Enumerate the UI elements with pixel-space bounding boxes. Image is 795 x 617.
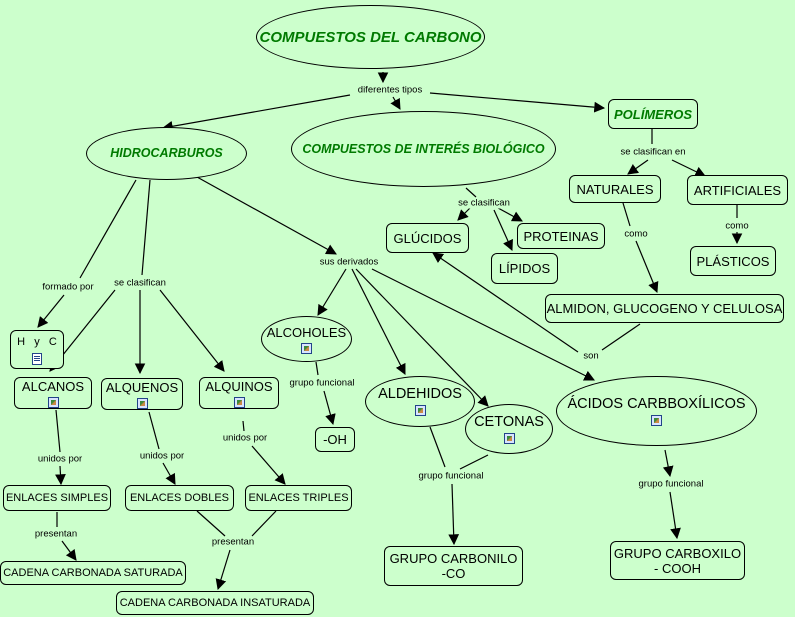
concept-label: ALCOHOLES xyxy=(266,324,347,340)
concept-alquenos[interactable]: ALQUENOS xyxy=(101,378,183,410)
image-resource-icon[interactable] xyxy=(136,397,148,409)
concept-label: CADENA CARBONADA INSATURADA xyxy=(119,596,311,609)
concept-label: H y C xyxy=(17,335,57,348)
image-resource-icon[interactable] xyxy=(414,405,426,416)
concept-enlaces-simples[interactable]: ENLACES SIMPLES xyxy=(3,485,111,511)
link-label-unidos-por: unidos por xyxy=(35,453,85,465)
concept-label: ALDEHIDOS xyxy=(378,386,462,402)
concept-label: -OH xyxy=(323,432,347,447)
link-label-como: como xyxy=(723,220,751,232)
image-resource-icon[interactable] xyxy=(651,414,662,426)
link-label-se-clasifican-en: se clasifican en xyxy=(618,146,688,158)
concept-label: COMPUESTOS DEL CARBONO xyxy=(259,28,482,46)
concept-enlaces-triples[interactable]: ENLACES TRIPLES xyxy=(245,485,352,511)
image-resource-icon[interactable] xyxy=(47,396,59,408)
concept-hidrocarburos[interactable]: HIDROCARBUROS xyxy=(86,127,247,180)
link-label-presentan: presentan xyxy=(32,528,80,540)
concept-label: ALQUINOS xyxy=(205,378,273,394)
link-label-unidos-por: unidos por xyxy=(137,450,187,462)
concept-label: ALMIDON, GLUCOGENO Y CELULOSA xyxy=(546,301,783,316)
concept-grupo-carboxilo[interactable]: GRUPO CARBOXILO - COOH xyxy=(610,541,745,580)
concept-label: ALQUENOS xyxy=(105,379,179,395)
image-resource-icon[interactable] xyxy=(301,342,312,354)
concept-grupo-carbonilo[interactable]: GRUPO CARBONILO -CO xyxy=(384,546,523,586)
link-label-se-clasifican: se clasifican xyxy=(456,197,512,209)
link-label-grupo-funcional: grupo funcional xyxy=(287,377,357,389)
document-resource-icon[interactable] xyxy=(32,352,42,365)
concept-label: ARTIFICIALES xyxy=(693,182,782,198)
link-label-unidos-por: unidos por xyxy=(220,432,270,444)
link-label-sus-derivados: sus derivados xyxy=(317,256,381,268)
concept-polimeros[interactable]: POLÍMEROS xyxy=(608,99,698,129)
concept-cetonas[interactable]: CETONAS xyxy=(465,404,553,454)
concept-label: CADENA CARBONADA SATURADA xyxy=(3,566,183,579)
concept-alcoholes[interactable]: ALCOHOLES xyxy=(261,316,352,362)
concept-label: ENLACES DOBLES xyxy=(129,491,230,504)
concept-label-formula: -CO xyxy=(441,566,466,581)
concept-compuestos-del-carbono[interactable]: COMPUESTOS DEL CARBONO xyxy=(256,5,485,69)
concept-alcanos[interactable]: ALCANOS xyxy=(14,377,92,409)
concept-label: GRUPO CARBOXILO xyxy=(613,545,742,561)
concept-label: NATURALES xyxy=(576,181,654,197)
link-label-diferentes-tipos: diferentes tipos xyxy=(355,84,425,96)
concept-label: PROTEINAS xyxy=(523,228,599,244)
concept-h-y-c[interactable]: H y C xyxy=(10,330,64,369)
concept-label: ENLACES TRIPLES xyxy=(248,491,349,504)
link-label-formado-por: formado por xyxy=(40,281,96,293)
image-resource-icon[interactable] xyxy=(233,396,245,408)
concept-cadena-carbonada-insaturada[interactable]: CADENA CARBONADA INSATURADA xyxy=(116,591,314,615)
concept-compuestos-interes-biologico[interactable]: COMPUESTOS DE INTERÉS BIOLÓGICO xyxy=(291,111,556,187)
concept-lipidos[interactable]: LÍPIDOS xyxy=(491,253,558,284)
link-label-como: como xyxy=(622,228,650,240)
concept-label: CETONAS xyxy=(474,413,544,430)
concept-proteinas[interactable]: PROTEINAS xyxy=(517,223,605,249)
concept-label: LÍPIDOS xyxy=(498,261,551,276)
concept-naturales[interactable]: NATURALES xyxy=(569,175,661,203)
concept-cadena-carbonada-saturada[interactable]: CADENA CARBONADA SATURADA xyxy=(0,561,186,585)
concept-acidos-carboxilicos[interactable]: ÁCIDOS CARBBOXÍLICOS xyxy=(556,376,757,446)
concept-oh[interactable]: -OH xyxy=(315,427,355,452)
link-label-se-clasifican: se clasifican xyxy=(112,277,168,289)
concept-glucidos[interactable]: GLÚCIDOS xyxy=(386,223,469,253)
concept-label: ALCANOS xyxy=(21,378,85,394)
concept-label: HIDROCARBUROS xyxy=(110,146,223,160)
concept-label: GLÚCIDOS xyxy=(393,230,462,246)
concept-plasticos[interactable]: PLÁSTICOS xyxy=(690,246,776,276)
concept-label: ENLACES SIMPLES xyxy=(5,491,109,504)
concept-aldehidos[interactable]: ALDEHIDOS xyxy=(365,376,475,427)
concept-label: PLÁSTICOS xyxy=(696,253,770,269)
concept-label-formula: - COOH xyxy=(654,560,701,576)
concept-artificiales[interactable]: ARTIFICIALES xyxy=(687,175,788,205)
concept-almidon-glucogeno-celulosa[interactable]: ALMIDON, GLUCOGENO Y CELULOSA xyxy=(545,294,784,323)
concept-label: ÁCIDOS CARBBOXÍLICOS xyxy=(567,395,746,412)
link-label-grupo-funcional: grupo funcional xyxy=(636,478,706,490)
concept-label: GRUPO CARBONILO xyxy=(389,551,518,566)
concept-label: COMPUESTOS DE INTERÉS BIOLÓGICO xyxy=(302,141,545,156)
link-label-grupo-funcional: grupo funcional xyxy=(416,470,486,482)
link-label-son: son xyxy=(581,350,601,362)
image-resource-icon[interactable] xyxy=(503,432,515,444)
link-label-presentan: presentan xyxy=(209,536,257,548)
concept-label: POLÍMEROS xyxy=(613,106,692,122)
concept-alquinos[interactable]: ALQUINOS xyxy=(199,377,279,409)
concept-enlaces-dobles[interactable]: ENLACES DOBLES xyxy=(125,485,234,511)
